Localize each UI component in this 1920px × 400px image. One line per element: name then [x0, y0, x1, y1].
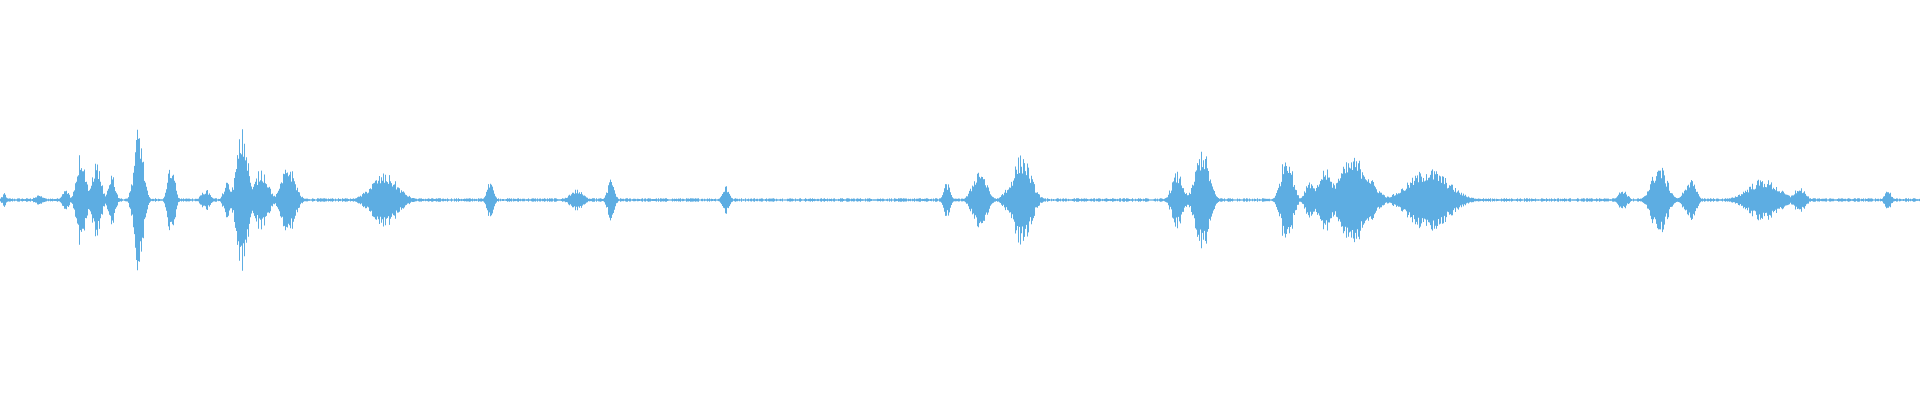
waveform-burst [1190, 146, 1213, 254]
waveform-burst [88, 160, 103, 239]
waveform-burst [165, 160, 177, 239]
waveform-burst [277, 164, 300, 236]
waveform-burst [605, 178, 617, 221]
waveform-burst [232, 128, 251, 272]
waveform-burst [0, 193, 8, 207]
waveform-burst [720, 186, 732, 215]
waveform-burst [1167, 171, 1186, 229]
waveform-burst [73, 150, 88, 251]
waveform-burst [1645, 164, 1672, 236]
waveform-burst [1882, 189, 1894, 211]
waveform-burst [1327, 157, 1381, 243]
waveform-burst [968, 168, 991, 233]
waveform-burst [60, 189, 72, 211]
waveform-burst [1789, 186, 1808, 215]
waveform-burst [221, 182, 233, 218]
waveform-burst [31, 195, 46, 206]
waveform-burst [1615, 189, 1630, 211]
waveform-burst [565, 189, 588, 211]
waveform-burst [1394, 168, 1463, 233]
waveform-burst [1680, 178, 1699, 221]
waveform-burst [941, 182, 953, 218]
waveform-samples [0, 129, 1920, 271]
waveform-burst [1277, 150, 1296, 251]
waveform-burst [106, 171, 118, 229]
waveform-path [0, 129, 1920, 271]
waveform-burst [250, 168, 273, 233]
waveform-burst [484, 182, 496, 218]
waveform-burst [198, 189, 213, 211]
waveform-burst [361, 173, 407, 227]
waveform-burst [1006, 153, 1037, 247]
waveform-burst [1736, 178, 1790, 221]
waveform-burst [131, 124, 146, 275]
